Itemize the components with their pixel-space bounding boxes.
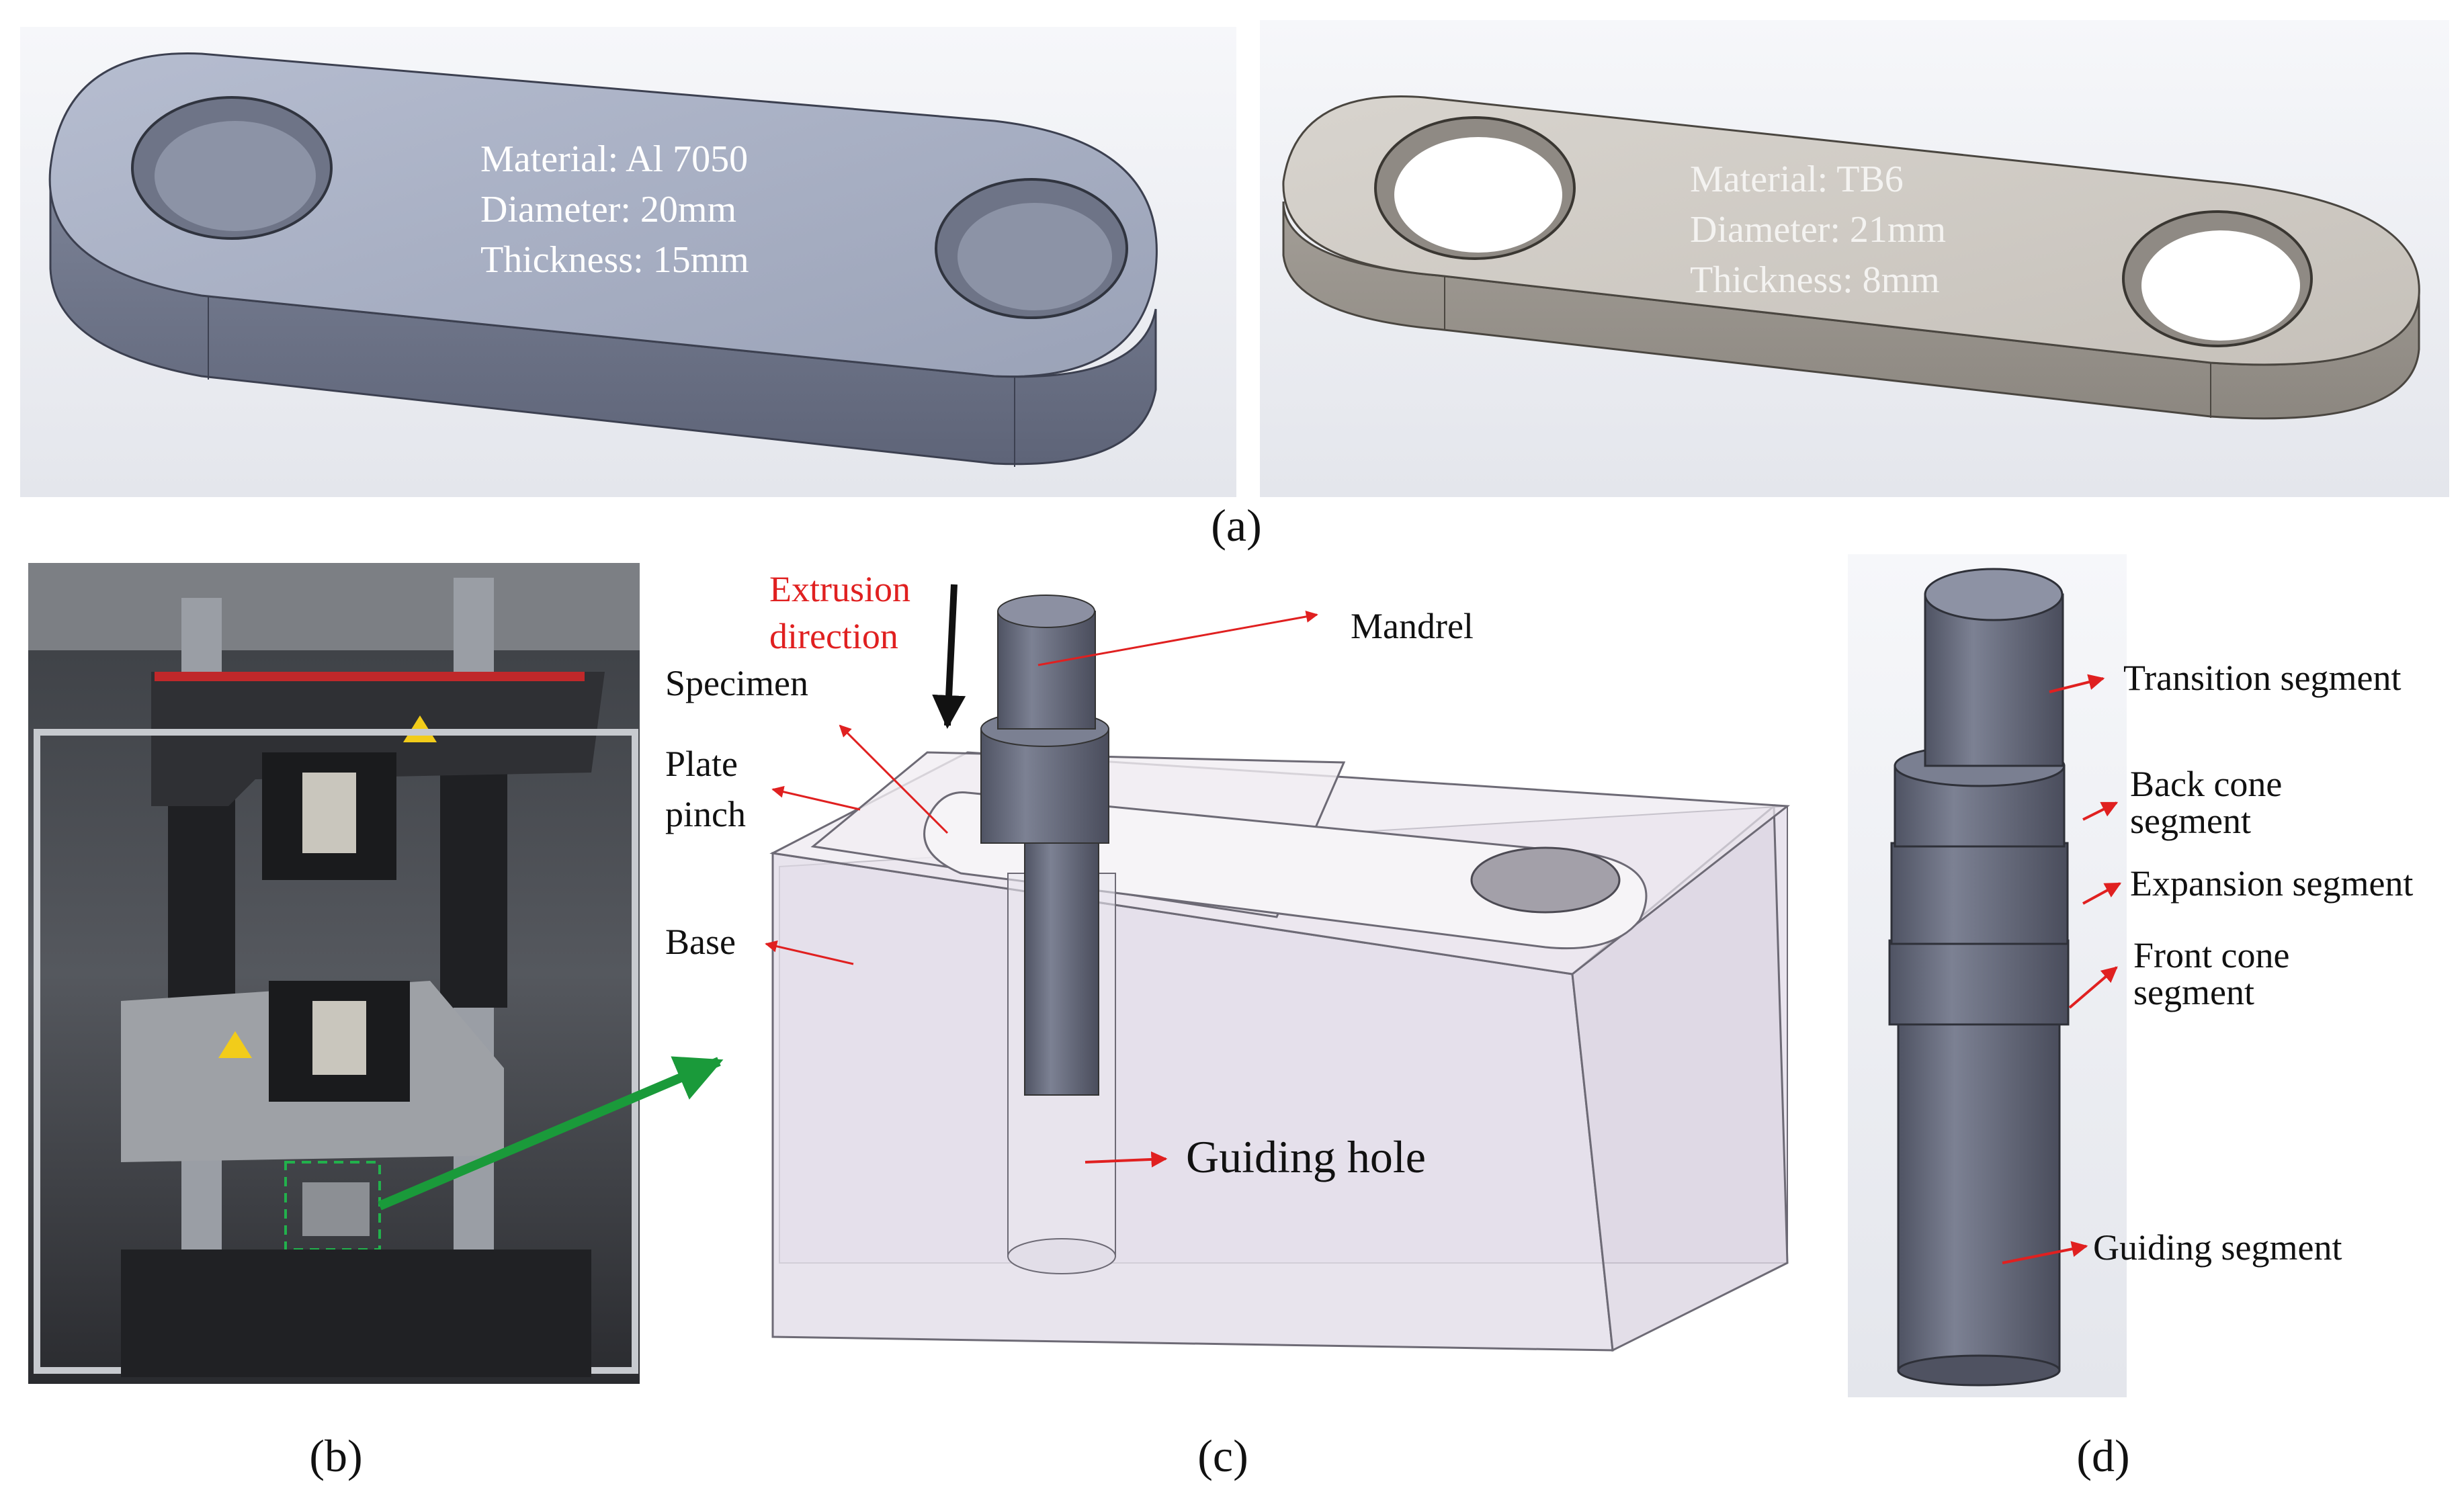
mandrel [980,595,1109,1096]
tb6-specimen: Material: TB6 Diameter: 21mm Thickness: … [1282,95,2420,420]
tb6-diameter-label: Diameter: 21mm [1690,209,1946,251]
plate-pinch-label-2: pinch [665,794,746,834]
photo-ceiling [28,563,640,650]
tb6-hole-left-bore [1394,137,1562,253]
base-label: Base [665,922,736,962]
fixture-in-machine [302,1182,370,1236]
al7050-hole-left-bore [155,121,316,231]
machine-red-stripe [155,672,585,681]
panel-c-caption: (c) [1197,1430,1248,1481]
mandrel-top-face [997,595,1095,628]
transition-pointer-arrow [2049,674,2105,693]
al7050-material-label: Material: Al 7050 [480,138,748,180]
panel-d-caption: (d) [2076,1430,2129,1481]
back-cone-pointer-arrow [2082,801,2119,821]
extrusion-direction-arrow [932,584,966,729]
transition-top-face [1924,568,2064,621]
al7050-specimen-top [48,52,1158,378]
guiding-segment-end [1897,1354,2061,1387]
panel-c: Extrusion direction Mandrel Specimen Pla… [665,569,1791,1481]
guiding-segment-label: Guiding segment [2093,1227,2342,1268]
extrusion-direction-label: Extrusion [769,569,910,609]
mandrel-detail [1888,568,2070,1387]
front-cone-pointer-arrow [2068,966,2118,1009]
extrusion-direction-label-2: direction [769,616,898,656]
machine-lower-grip-plate [312,1001,366,1075]
expansion-segment-label: Expansion segment [2130,863,2413,904]
expansion-segment-body [1890,842,2069,945]
transition-segment-label: Transition segment [2123,658,2402,698]
warning-sign-icon [218,1031,252,1058]
base-pointer-arrow [765,940,854,965]
guiding-hole-label: Guiding hole [1186,1131,1426,1182]
mandrel-body [980,728,1109,844]
panel-b-caption: (b) [309,1430,362,1481]
guiding-pointer-arrow [2002,1241,2088,1264]
front-cone-segment-label-2: segment [2133,972,2254,1012]
mandrel-lower [1024,839,1099,1096]
guiding-hole-bottom [1007,1238,1116,1274]
mandrel-label: Mandrel [1351,606,1474,646]
back-cone-segment-label-2: segment [2130,801,2251,841]
specimen-label: Specimen [665,663,808,703]
plate-pinch-pointer-arrow [771,785,861,811]
front-cone-segment-body [1888,939,2070,1026]
al7050-hole-right-bore [958,203,1112,310]
green-connector-arrow [378,1056,724,1211]
plate-pinch-label: Plate [665,744,738,784]
front-cone-segment-label: Front cone [2133,935,2289,975]
al7050-diameter-label: Diameter: 20mm [480,189,736,230]
panel-d: Transition segment Back cone segment Exp… [1848,554,2413,1481]
al7050-thickness-label: Thickness: 15mm [480,239,749,281]
machine-base [121,1250,591,1377]
machine-upper-grip-plate [302,773,356,853]
guiding-hole-pointer-arrow [1085,1151,1168,1168]
mandrel-pointer-arrow [1037,611,1318,666]
back-cone-segment-label: Back cone [2130,764,2282,804]
panel-a: Material: Al 7050 Diameter: 20mm Thickne… [20,20,2449,551]
al7050-specimen: Material: Al 7050 Diameter: 20mm Thickne… [48,52,1158,467]
panel-b: (b) [28,563,640,1481]
expansion-pointer-arrow [2082,882,2122,905]
mandrel-label-box [1317,591,1498,658]
specimen-pointer-arrow [839,724,949,834]
panel-a-caption: (a) [1211,500,1261,551]
guiding-segment-body [1897,1020,2061,1372]
tb6-thickness-label: Thickness: 8mm [1690,259,1940,301]
tb6-hole-right-bore [2141,230,2300,341]
specimen-hole-right [1470,846,1621,914]
tb6-material-label: Material: TB6 [1690,159,1904,200]
mandrel-top [997,611,1096,730]
